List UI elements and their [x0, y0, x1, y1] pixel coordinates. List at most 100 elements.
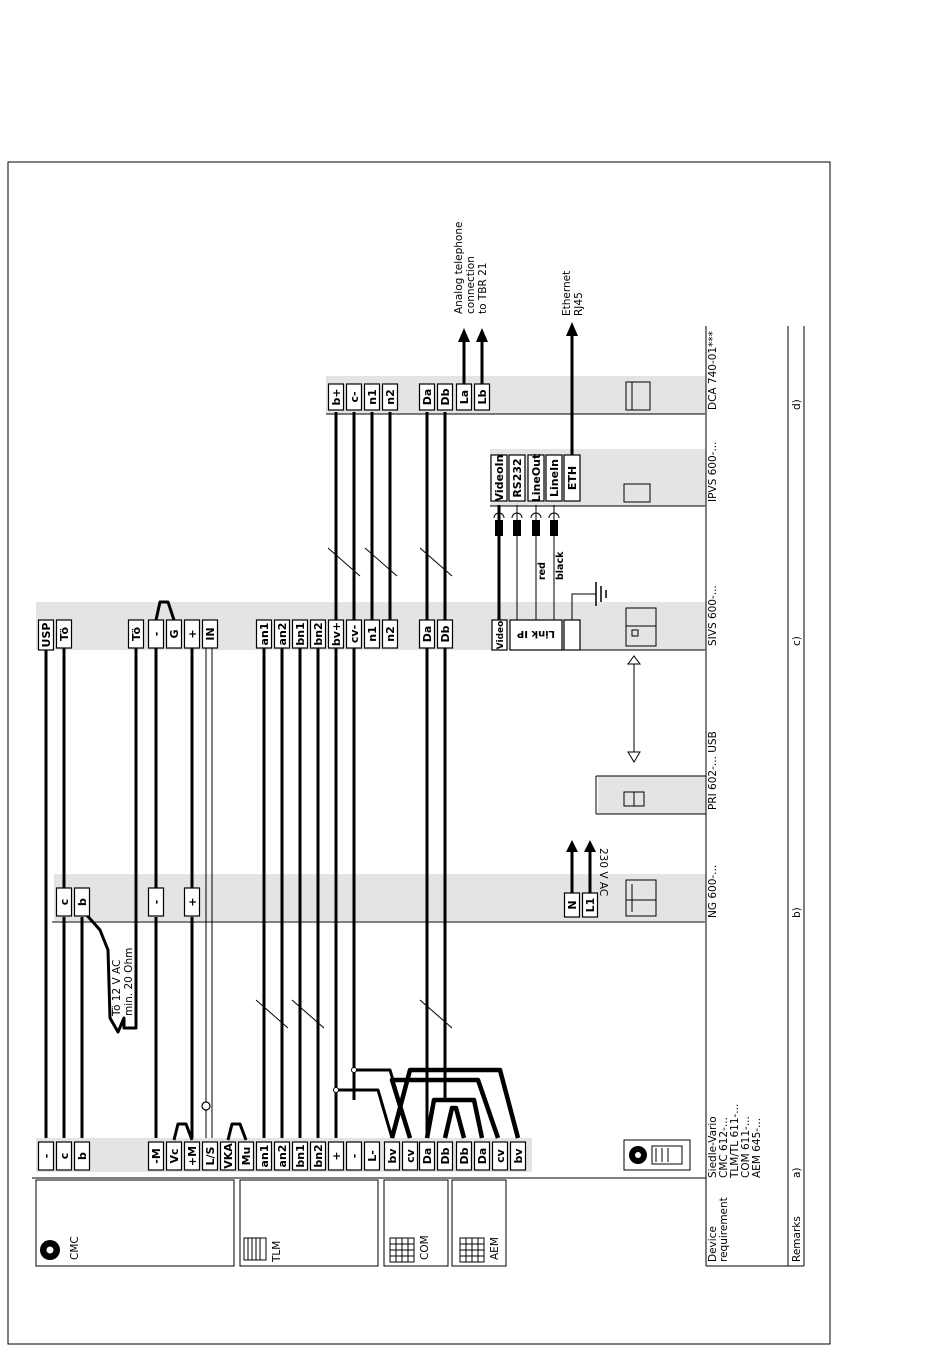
- telephone-note: Analog telephoneconnectionto TBR 21: [453, 222, 489, 314]
- aem-panel: [451, 1179, 507, 1267]
- ng-power-terminal: N: [563, 892, 581, 918]
- ng-terminal: c: [55, 887, 73, 917]
- vario-terminal: L-: [363, 1141, 381, 1171]
- remark-b: b): [791, 907, 803, 918]
- vario-terminal: bv: [509, 1141, 527, 1171]
- vario-terminal: cv: [491, 1141, 509, 1171]
- vario-terminal: Vc: [165, 1141, 183, 1171]
- svg-text:an2: an2: [276, 623, 289, 646]
- vario-terminal: bn1: [291, 1141, 309, 1171]
- svs-terminal: Tö: [127, 619, 145, 649]
- svg-text:cv-: cv-: [348, 625, 361, 643]
- dca-terminal: n2: [381, 383, 399, 411]
- svg-text:Vc: Vc: [168, 1148, 181, 1163]
- row-label-requirement: Devicerequirement: [707, 1197, 730, 1262]
- telephone-module-icon: [243, 1237, 267, 1261]
- svg-text:n1: n1: [366, 626, 379, 642]
- svg-text:Tö: Tö: [130, 627, 143, 641]
- svg-text:G: G: [168, 629, 181, 638]
- requirement-ipvs: IPVS 600-...: [707, 442, 719, 502]
- svg-text:Link IP: Link IP: [517, 628, 555, 639]
- svg-text:VKA: VKA: [222, 1143, 235, 1169]
- aem-label: AEM: [489, 1237, 501, 1260]
- svg-text:bv: bv: [386, 1148, 399, 1164]
- ipvs-terminal: VideoIn: [490, 454, 508, 502]
- svg-text:Db: Db: [439, 625, 452, 642]
- vario-terminal: -: [37, 1141, 55, 1171]
- svg-text:c-: c-: [348, 391, 361, 402]
- svg-text:n2: n2: [384, 389, 397, 405]
- vario-terminal: +M: [183, 1141, 201, 1171]
- vario-terminal: -: [345, 1141, 363, 1171]
- svs-device-icon: [625, 607, 657, 647]
- svg-text:VideoIn: VideoIn: [493, 455, 506, 502]
- svg-text:Db: Db: [458, 1147, 471, 1164]
- vario-terminal: -M: [147, 1141, 165, 1171]
- svg-text:bv: bv: [512, 1148, 525, 1164]
- svg-text:-: -: [150, 900, 163, 905]
- svg-text:-: -: [150, 632, 163, 637]
- remark-c: c): [791, 636, 803, 646]
- svg-text:an1: an1: [258, 623, 271, 646]
- vario-terminal: an1: [255, 1141, 273, 1171]
- cmc-panel: [35, 1179, 235, 1267]
- power-label: 230 V AC: [597, 848, 609, 896]
- svg-text:+: +: [330, 1151, 343, 1160]
- requirement-sivs: SIVS 600-...: [707, 585, 719, 646]
- ng-terminal: +: [183, 887, 201, 917]
- svs-terminal: Db: [436, 619, 454, 649]
- ipvs-terminal: LineOut: [527, 454, 545, 502]
- svg-text:an1: an1: [258, 1145, 271, 1168]
- svg-text:IN: IN: [204, 627, 217, 640]
- vario-terminal: Da: [418, 1141, 436, 1171]
- dca-terminal: Da: [418, 383, 436, 411]
- vario-terminal: b: [73, 1141, 91, 1171]
- vario-terminal: c: [55, 1141, 73, 1171]
- dca-terminal: La: [455, 383, 473, 411]
- svg-text:USP: USP: [40, 623, 53, 648]
- requirement-ng: NG 600-...: [707, 865, 719, 918]
- svg-text:-M: -M: [150, 1148, 163, 1164]
- keypad-icon: [459, 1237, 485, 1263]
- vario-terminal: Mu: [237, 1141, 255, 1171]
- svs-terminal: G: [165, 619, 183, 649]
- ipvs-band: [490, 449, 706, 506]
- door-station-icon: [40, 1240, 60, 1260]
- svg-text:c: c: [58, 899, 71, 906]
- svg-text:L1: L1: [584, 898, 597, 913]
- svg-text:Mu: Mu: [240, 1147, 253, 1166]
- svg-text:cv: cv: [494, 1148, 507, 1163]
- remark-a: a): [791, 1167, 803, 1178]
- ethernet-note: EthernetRJ45: [561, 271, 585, 316]
- row-label-remarks: Remarks: [791, 1216, 803, 1262]
- keypad-icon: [389, 1237, 415, 1263]
- svs-terminal: an1: [255, 619, 273, 649]
- vario-terminal: an2: [273, 1141, 291, 1171]
- svg-text:b: b: [76, 898, 89, 906]
- door-opener-note: Tö 12 V ACmin. 20 Ohm: [111, 948, 135, 1017]
- dca-terminal: c-: [345, 383, 363, 411]
- svg-text:Da: Da: [421, 1148, 434, 1165]
- svg-text:bn1: bn1: [294, 622, 307, 645]
- svs-terminal: bv+: [327, 619, 345, 649]
- svg-text:Da: Da: [421, 389, 434, 406]
- svg-text:Tö: Tö: [58, 627, 71, 641]
- svg-text:+M: +M: [186, 1146, 199, 1166]
- dca-terminal: n1: [363, 383, 381, 411]
- svg-text:Db: Db: [439, 388, 452, 405]
- svg-text:c: c: [58, 1153, 71, 1160]
- svs-terminal: an2: [273, 619, 291, 649]
- svg-text:b+: b+: [330, 388, 343, 405]
- requirement-pri: PRI 602-... USB: [707, 731, 719, 810]
- dca-terminal: Lb: [473, 383, 491, 411]
- svg-text:Analog telephoneconnectionto T: Analog telephoneconnectionto TBR 21: [453, 222, 489, 314]
- vario-terminal: L/S: [201, 1141, 219, 1171]
- svg-text:cv: cv: [404, 1148, 417, 1163]
- svg-text:b: b: [76, 1152, 89, 1160]
- dca-terminal: Db: [436, 383, 454, 411]
- svg-text:L/S: L/S: [204, 1146, 217, 1165]
- pri-band: [598, 776, 706, 814]
- svs-terminal: +: [183, 619, 201, 649]
